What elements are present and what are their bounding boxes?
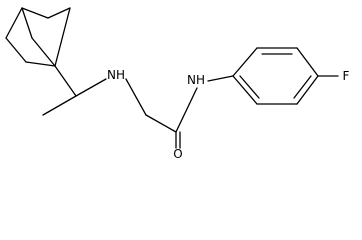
fluorine-label: F xyxy=(343,69,350,83)
bond xyxy=(239,75,260,99)
structure-diagram: NH NH O F xyxy=(5,7,350,160)
bond xyxy=(296,47,319,77)
bond xyxy=(232,47,258,77)
bond xyxy=(232,75,258,105)
bond xyxy=(145,114,177,133)
bond xyxy=(31,37,56,67)
bond xyxy=(5,37,27,63)
bond xyxy=(54,65,77,97)
norbornane-cage xyxy=(5,7,71,67)
bond xyxy=(47,7,71,19)
bond xyxy=(296,75,319,105)
amide-nh-label: NH xyxy=(187,73,205,87)
bond xyxy=(75,78,107,97)
bond xyxy=(293,75,312,99)
bond xyxy=(54,7,71,67)
bond xyxy=(207,75,234,82)
bond xyxy=(25,61,56,67)
bond xyxy=(42,95,77,116)
bond xyxy=(125,78,147,116)
fluorophenyl-ring xyxy=(232,47,339,105)
oxygen-label: O xyxy=(173,147,182,160)
amine-nh-label: NH xyxy=(107,68,125,82)
side-chain xyxy=(42,65,234,149)
bond xyxy=(21,7,49,19)
bond xyxy=(175,87,198,133)
bond xyxy=(5,7,23,39)
bond xyxy=(21,7,33,39)
